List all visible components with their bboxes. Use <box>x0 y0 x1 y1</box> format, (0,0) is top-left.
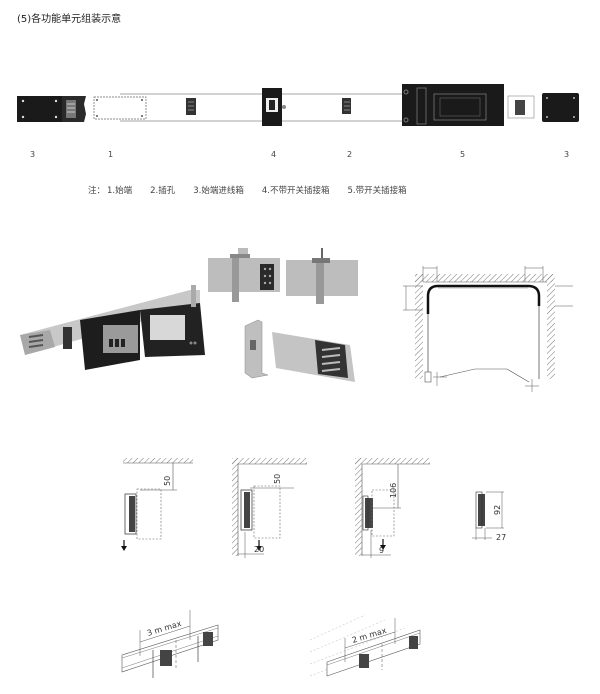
assembly-diagram <box>0 80 600 140</box>
label-1: 1 <box>108 150 114 159</box>
label-3-left: 3 <box>30 150 36 159</box>
busway-photo-hanger-socket <box>208 248 280 302</box>
note-item-3: 3.始端进线箱 <box>193 186 244 196</box>
span-2m-diagram: 2 m max <box>309 614 421 677</box>
bracket-photo <box>244 319 269 379</box>
corner-dim-50: 50 <box>273 474 282 484</box>
note-item-5: 5.带开关插接箱 <box>347 186 407 196</box>
assembly-drawing <box>17 84 579 126</box>
note-item-4: 4.不带开关插接箱 <box>261 186 330 196</box>
busway-photo-hanger-rod <box>286 248 358 304</box>
label-4: 4 <box>271 150 277 159</box>
note-prefix: 注： <box>88 186 106 196</box>
section-title: (5)各功能单元组装示意 <box>17 14 122 25</box>
span-3m-label: 3 m max <box>146 619 183 638</box>
ceiling-mount-diagram: 50 <box>121 458 193 551</box>
wall-dim-9: 9 <box>379 546 384 555</box>
ceiling-dim-50: 50 <box>163 476 172 486</box>
corner-mount-diagram: 50 20 <box>232 458 307 558</box>
label-2: 2 <box>347 150 353 159</box>
busway-photo-switch-box <box>20 285 205 370</box>
span-3m-diagram: 3 m max <box>121 610 219 678</box>
profile-dim-27: 27 <box>496 533 506 542</box>
wall-mount-diagram: 106 9 <box>355 458 430 558</box>
legend-note: 注：1.始端 2.插孔 3.始端进线箱 4.不带开关插接箱 5.带开关插接箱 <box>88 184 425 196</box>
note-item-2: 2.插孔 <box>150 186 176 196</box>
note-item-1: 1.始端 <box>107 186 133 196</box>
label-5: 5 <box>460 150 466 159</box>
profile-dim-92: 92 <box>493 505 502 515</box>
corner-dim-20: 20 <box>254 545 264 554</box>
span-2m-label: 2 m max <box>351 626 388 645</box>
label-3-right: 3 <box>564 150 570 159</box>
wall-dim-106: 106 <box>389 483 398 498</box>
room-layout-diagram <box>403 266 573 392</box>
profile-dimension-diagram: 92 27 <box>472 491 506 542</box>
plug-in-unit-photo <box>272 332 355 382</box>
